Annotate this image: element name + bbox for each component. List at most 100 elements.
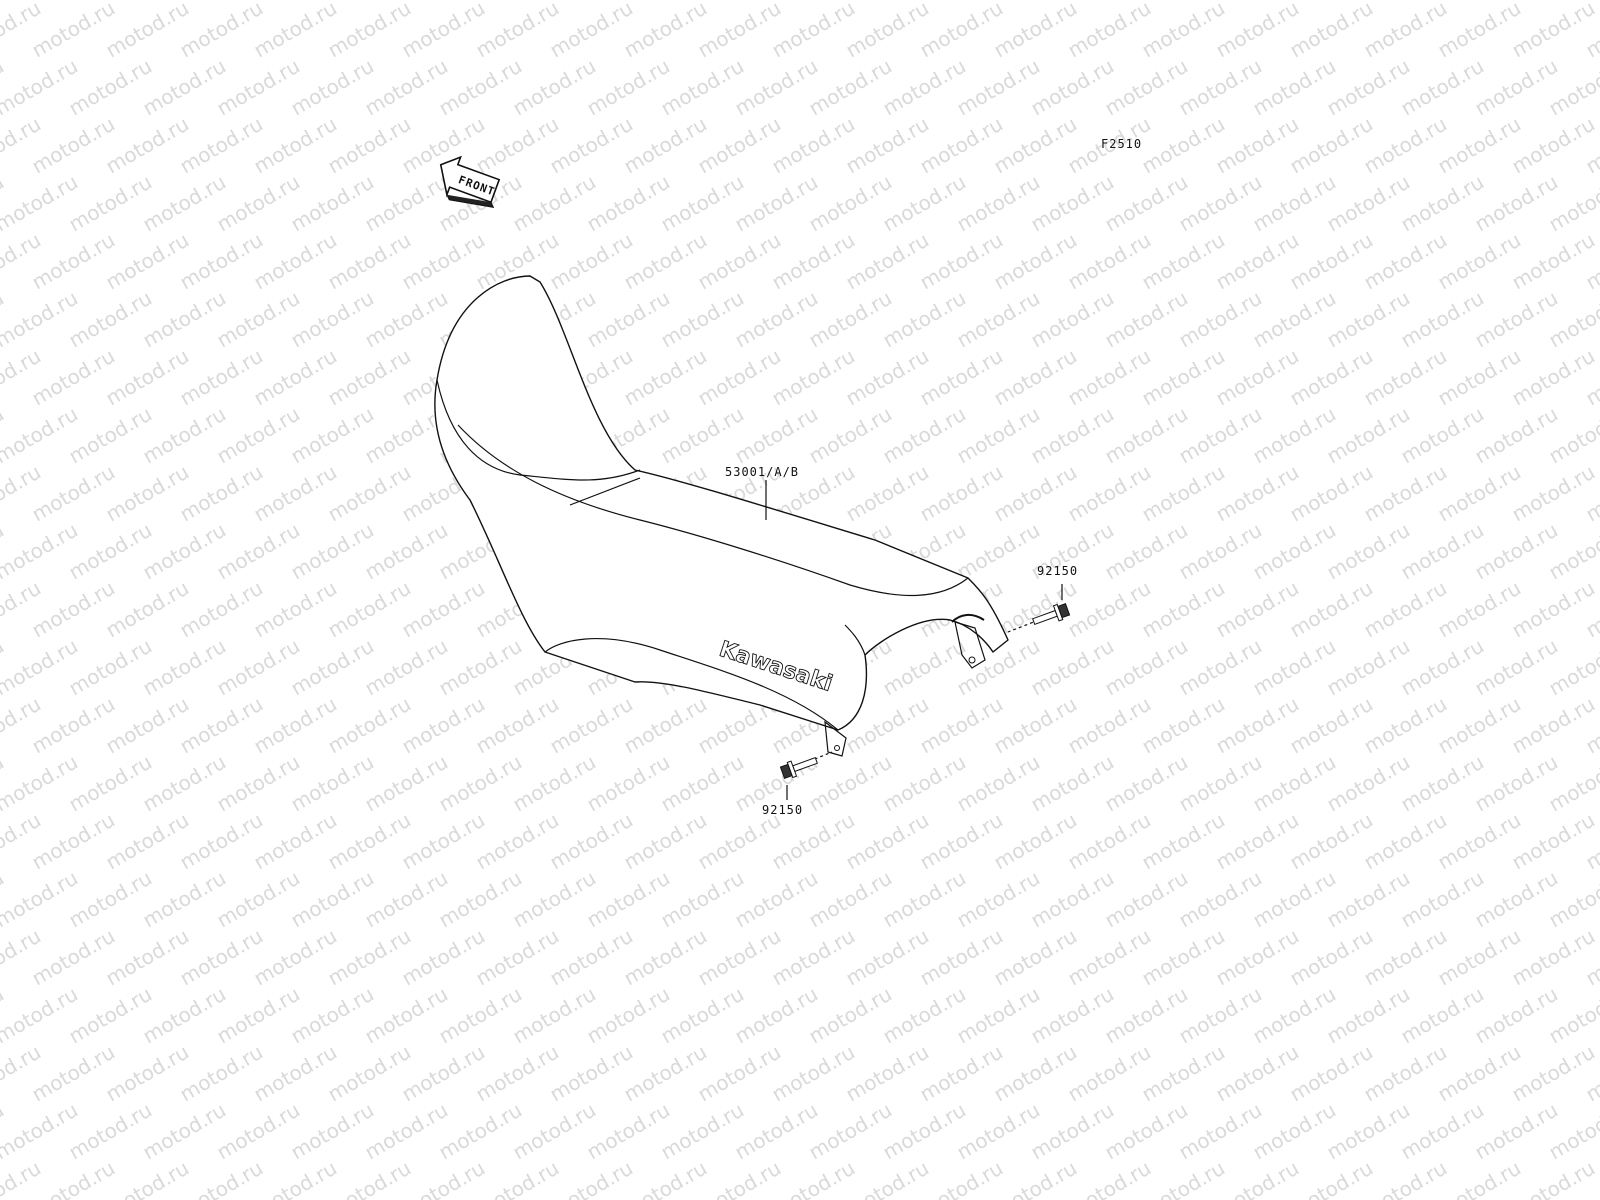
watermark-text: motod.ru [1027, 866, 1118, 933]
watermark-text: motod.ru [1508, 460, 1599, 527]
watermark-text: motod.ru [65, 286, 156, 353]
watermark-text: motod.ru [1064, 576, 1155, 643]
watermark-text: motod.ru [1212, 228, 1303, 295]
watermark-text: motod.ru [1138, 1040, 1229, 1107]
watermark-text: motod.ru [694, 228, 785, 295]
watermark-text: motod.ru [176, 692, 267, 759]
watermark-text: motod.ru [1323, 170, 1414, 237]
watermark-text: motod.ru [176, 924, 267, 991]
watermark-text: motod.ru [842, 460, 933, 527]
watermark-text: motod.ru [1434, 692, 1525, 759]
watermark-text: motod.ru [1175, 750, 1266, 817]
watermark-text: motod.ru [657, 982, 748, 1049]
watermark-text: motod.ru [1138, 228, 1229, 295]
watermark-text: motod.ru [250, 344, 341, 411]
watermark-text: motod.ru [1397, 286, 1488, 353]
watermark-text: motod.ru [990, 0, 1081, 62]
watermark-text: motod.ru [620, 112, 711, 179]
watermark-text: motod.ru [250, 924, 341, 991]
watermark-text: motod.ru [287, 750, 378, 817]
watermark-text: motod.ru [583, 866, 674, 933]
watermark-text: motod.ru [250, 112, 341, 179]
watermark-text: motod.ru [398, 228, 489, 295]
watermark-text: motod.ru [1434, 344, 1525, 411]
watermark-text: motod.ru [657, 1098, 748, 1165]
watermark-text: motod.ru [990, 112, 1081, 179]
watermark-text: motod.ru [435, 634, 526, 701]
watermark-text: motod.ru [176, 808, 267, 875]
watermark-text: motod.ru [916, 1040, 1007, 1107]
watermark-text: motod.ru [1508, 228, 1599, 295]
watermark-text: motod.ru [916, 808, 1007, 875]
watermark-text: motod.ru [0, 1156, 45, 1200]
part-number-seat: 53001/A/B [725, 465, 799, 479]
watermark-text: motod.ru [1249, 750, 1340, 817]
part-number-bolt-left: 92150 [762, 803, 803, 817]
watermark-text: motod.ru [509, 1098, 600, 1165]
watermark-text: motod.ru [1249, 518, 1340, 585]
watermark-text: motod.ru [28, 1040, 119, 1107]
watermark-text: motod.ru [1212, 1040, 1303, 1107]
watermark-text: motod.ru [28, 924, 119, 991]
watermark-text: motod.ru [731, 286, 822, 353]
watermark-text: motod.ru [213, 286, 304, 353]
watermark-text: motod.ru [1249, 982, 1340, 1049]
watermark-text: motod.ru [1360, 924, 1451, 991]
watermark-text: motod.ru [509, 866, 600, 933]
watermark-text: motod.ru [657, 866, 748, 933]
watermark-text: motod.ru [287, 170, 378, 237]
watermark-text: motod.ru [139, 286, 230, 353]
watermark-text: motod.ru [1323, 54, 1414, 121]
watermark-text: motod.ru [990, 808, 1081, 875]
watermark-text: motod.ru [1138, 0, 1229, 62]
watermark-text: motod.ru [287, 634, 378, 701]
watermark-text: motod.ru [28, 0, 119, 62]
watermark-text: motod.ru [1101, 982, 1192, 1049]
watermark-text: motod.ru [731, 402, 822, 469]
watermark-text: motod.ru [1471, 866, 1562, 933]
watermark-text: motod.ru [213, 170, 304, 237]
watermark-text: motod.ru [1249, 54, 1340, 121]
watermark-text: motod.ru [1323, 402, 1414, 469]
watermark-text: motod.ru [1175, 866, 1266, 933]
watermark-text: motod.ru [1175, 402, 1266, 469]
watermark-text: motod.ru [1397, 1098, 1488, 1165]
watermark-text: motod.ru [1508, 808, 1599, 875]
watermark-text: motod.ru [213, 54, 304, 121]
watermark-text: motod.ru [435, 866, 526, 933]
watermark-text: motod.ru [546, 112, 637, 179]
watermark-text: motod.ru [916, 692, 1007, 759]
watermark-text: motod.ru [1249, 634, 1340, 701]
watermark-text: motod.ru [435, 750, 526, 817]
watermark-text: motod.ru [1360, 1040, 1451, 1107]
watermark-text: motod.ru [1434, 112, 1525, 179]
watermark-text: motod.ru [65, 170, 156, 237]
watermark-text: motod.ru [28, 112, 119, 179]
watermark-text: motod.ru [213, 982, 304, 1049]
watermark-text: motod.ru [176, 228, 267, 295]
watermark-text: motod.ru [361, 54, 452, 121]
watermark-text: motod.ru [583, 54, 674, 121]
watermark-text: motod.ru [1101, 1098, 1192, 1165]
watermark-text: motod.ru [546, 1040, 637, 1107]
watermark-text: motod.ru [546, 692, 637, 759]
watermark-text: motod.ru [879, 634, 970, 701]
watermark-text: motod.ru [509, 170, 600, 237]
watermark-text: motod.ru [139, 1098, 230, 1165]
watermark-text: motod.ru [472, 112, 563, 179]
watermark-text: motod.ru [1397, 170, 1488, 237]
watermark-text: motod.ru [657, 54, 748, 121]
watermark-text: motod.ru [546, 924, 637, 991]
watermark-text: motod.ru [324, 0, 415, 62]
watermark-text: motod.ru [1212, 924, 1303, 991]
watermark-text: motod.ru [65, 54, 156, 121]
watermark-text: motod.ru [1212, 808, 1303, 875]
watermark-text: motod.ru [250, 1040, 341, 1107]
watermark-text: motod.ru [1323, 518, 1414, 585]
watermark-text: motod.ru [65, 750, 156, 817]
watermark-text: motod.ru [1286, 0, 1377, 62]
part-number-bolt-right: 92150 [1037, 564, 1078, 578]
watermark-text: motod.ru [1434, 808, 1525, 875]
watermark-text: motod.ru [250, 576, 341, 643]
watermark-text: motod.ru [990, 692, 1081, 759]
